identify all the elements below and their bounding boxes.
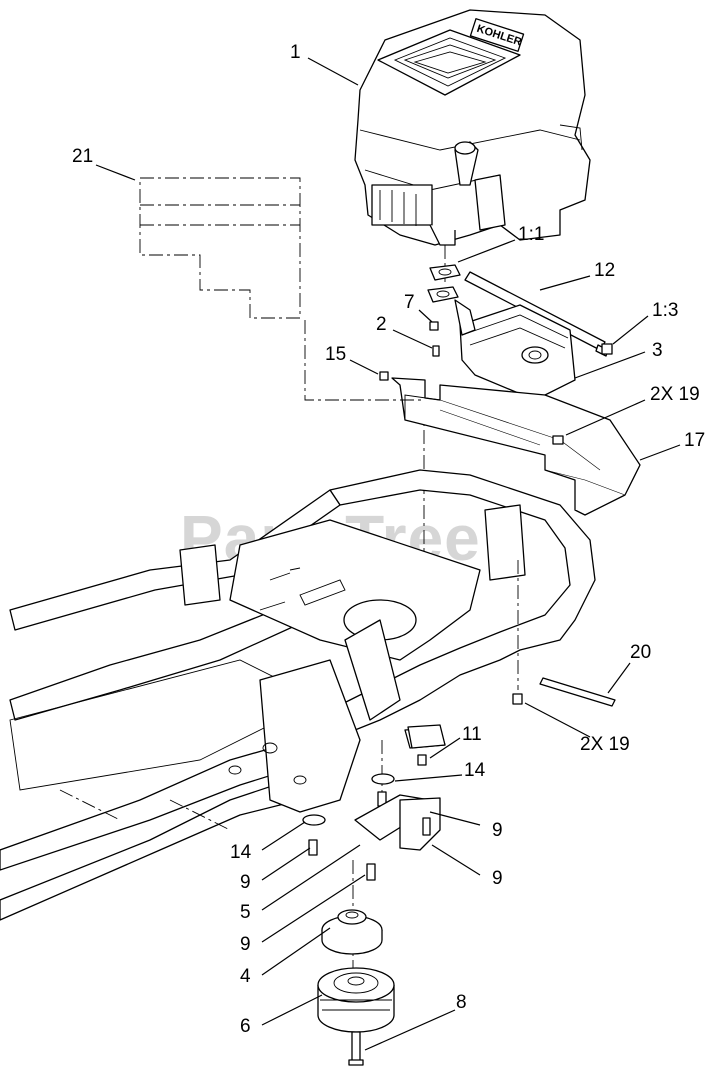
fastener-7 [429, 321, 439, 331]
callout-15: 15 [325, 344, 346, 365]
callout-9-b: 9 [240, 872, 251, 893]
part-6-clutch [317, 967, 395, 1033]
callout-2: 2 [376, 314, 387, 335]
callout-7: 7 [404, 292, 415, 313]
callout-2x19-bottom: 2X 19 [580, 734, 630, 755]
callout-1-3: 1:3 [652, 300, 678, 321]
callout-12: 12 [594, 260, 615, 281]
fastener-19-lower [512, 693, 523, 705]
part-14-spacer-left [302, 814, 326, 856]
part-9-brackets [354, 794, 441, 881]
callouts: 1 21 1:1 12 7 2 1:3 15 3 2X 19 17 20 2X … [72, 42, 705, 1037]
callout-9-a: 9 [492, 820, 503, 841]
part-15-bolt [379, 371, 389, 381]
callout-8: 8 [456, 992, 467, 1013]
leader-lines [95, 57, 681, 1051]
part-8-bolt [348, 1031, 364, 1066]
callout-1: 1 [290, 42, 301, 63]
mower-frame [0, 469, 596, 921]
part-20-strap [539, 677, 616, 707]
callout-17: 17 [684, 430, 705, 451]
part-14-spacer-right [371, 773, 395, 807]
fastener-2 [432, 345, 440, 357]
part-1-engine: KOHLER [354, 9, 591, 246]
callout-6: 6 [240, 1016, 251, 1037]
fastener-1-3 [601, 343, 613, 355]
callout-21: 21 [72, 146, 93, 167]
dropline-21 [304, 320, 425, 401]
callout-14-right: 14 [464, 760, 486, 781]
part-17-heat-shield [391, 377, 641, 516]
callout-1-1: 1:1 [518, 224, 544, 245]
callout-9-c: 9 [492, 868, 503, 889]
callout-11: 11 [462, 724, 482, 745]
callout-3: 3 [652, 340, 663, 361]
callout-14-left: 14 [230, 842, 252, 863]
part-3-muffler [454, 299, 576, 401]
part-4-pulley [321, 909, 383, 955]
callout-9-d: 9 [240, 934, 251, 955]
callout-2x19-top: 2X 19 [650, 384, 700, 405]
part-21-shield-panel [139, 177, 301, 319]
callout-20: 20 [630, 642, 651, 663]
callout-4: 4 [240, 966, 251, 987]
part-11-bracket [407, 724, 446, 766]
callout-5: 5 [240, 902, 251, 923]
part-1-1-gaskets [427, 264, 461, 303]
